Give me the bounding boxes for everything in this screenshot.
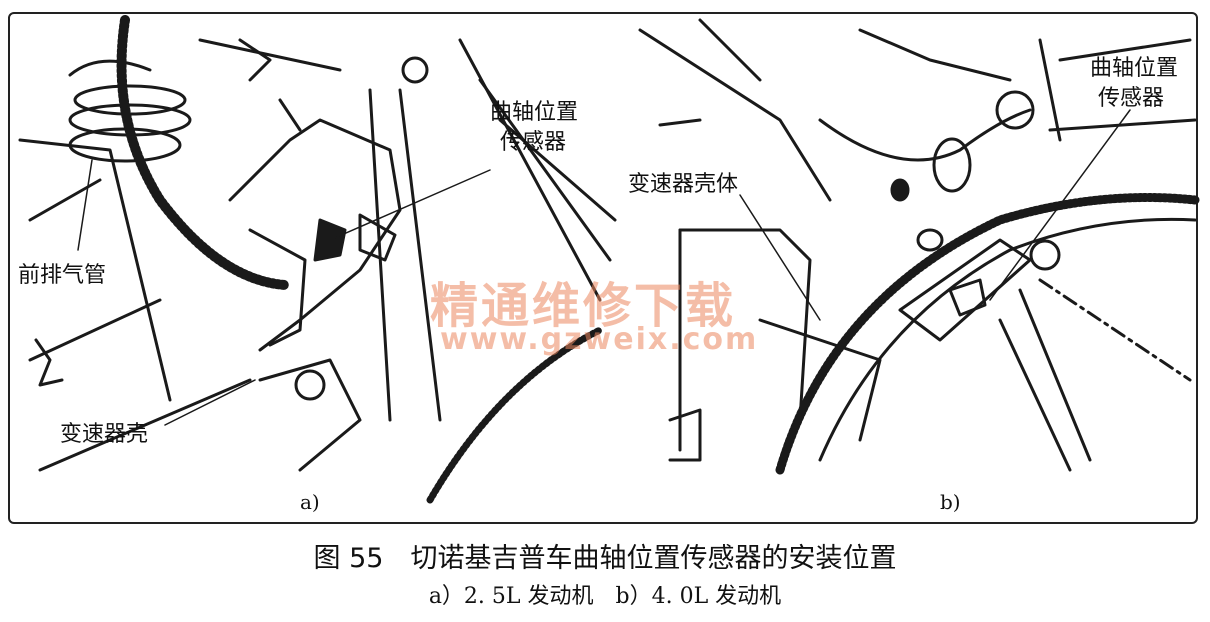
panel-b-sublabel: b) <box>940 490 961 514</box>
label-crank-sensor-a-line2: 传感器 <box>500 130 567 155</box>
label-transmission-housing-a: 变速器壳 <box>60 422 149 447</box>
figure-frame <box>8 12 1198 524</box>
label-crank-sensor-b-line2: 传感器 <box>1098 86 1165 111</box>
watermark-url: www.gzweix.com <box>440 322 759 357</box>
panel-a-illustration <box>18 15 617 504</box>
label-front-exhaust-pipe: 前排气管 <box>18 263 107 288</box>
watermark-text: 精通维修下载 <box>430 278 737 334</box>
label-crank-sensor-b-line1: 曲轴位置 <box>1090 56 1179 81</box>
figure-caption-subtitle: a）2. 5L 发动机 b）4. 0L 发动机 <box>428 584 782 609</box>
panel-b-illustration <box>638 18 1200 475</box>
panel-a-sublabel: a) <box>300 490 320 514</box>
label-transmission-housing-b: 变速器壳体 <box>628 172 739 197</box>
label-crank-sensor-a-line1: 曲轴位置 <box>490 100 579 125</box>
figure-caption-title: 图 55 切诺基吉普车曲轴位置传感器的安装位置 <box>313 543 897 574</box>
